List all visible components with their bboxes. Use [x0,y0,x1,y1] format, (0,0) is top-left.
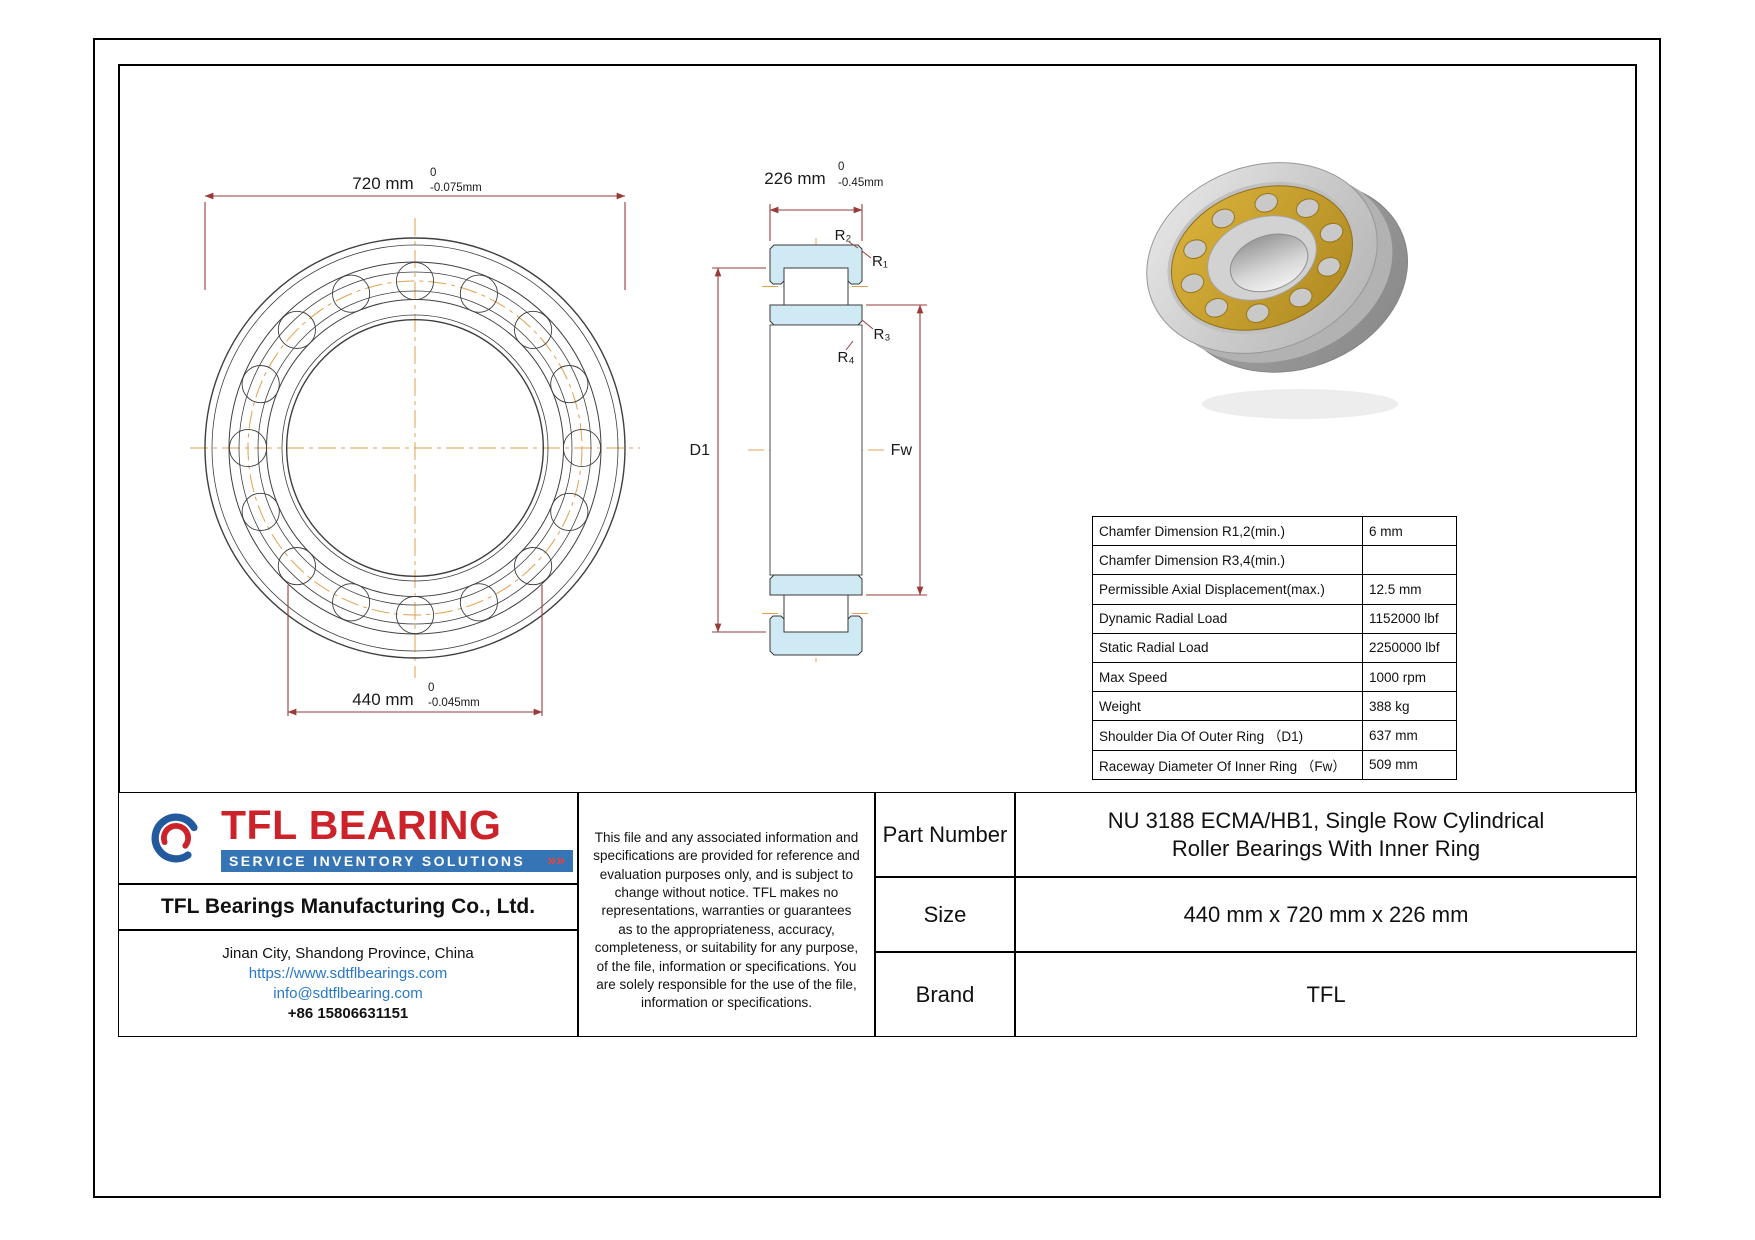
bearing-shadow [1202,389,1398,419]
front-view-rollers [228,261,602,635]
spec-row-label: Dynamic Radial Load [1092,603,1363,634]
bearing-3d-render [1146,162,1409,419]
size-label: Size [923,901,967,927]
part-number-value: NU 3188 ECMA/HB1, Single Row Cylindrical… [1107,808,1545,861]
company-name-cell: TFL Bearings Manufacturing Co., Ltd. [118,884,578,930]
brand-label-cell: Brand [875,952,1015,1037]
spec-row-value: 12.5 mm [1362,574,1457,605]
bore-hole [1229,233,1309,293]
part-number-label: Part Number [882,821,1008,847]
spec-row: Chamfer Dimension R3,4(min.) [1092,545,1457,576]
fw-label: Fw [891,442,913,459]
r3-label: R₃ [874,326,891,343]
size-label-cell: Size [875,877,1015,952]
spec-row: Shoulder Dia Of Outer Ring （D1) 637 mm [1092,720,1457,751]
spec-row-value: 509 mm [1362,749,1457,780]
width-dim-text: 226 mm [764,169,825,188]
technical-drawing: 720 mm 0 -0.075mm 440 mm 0 -0.045mm [190,161,927,716]
spec-row: Raceway Diameter Of Inner Ring （Fw） 509 … [1092,749,1457,780]
logo-banner: SERVICE INVENTORY SOLUTIONS »» [221,850,573,873]
brand-value-cell: TFL [1015,952,1637,1037]
spec-row: Chamfer Dimension R1,2(min.) 6 mm [1092,515,1457,547]
phone-number: +86 15806631151 [287,1005,409,1022]
inner-ring-bottom-section [769,574,863,596]
contact-cell: Jinan City, Shandong Province, China htt… [118,930,578,1037]
outer-ring-bottom-section [769,615,863,656]
bore-tol-upper: 0 [428,682,434,694]
logo-banner-text: SERVICE INVENTORY SOLUTIONS [229,853,526,870]
od-tol-upper: 0 [430,167,436,179]
logo-cell: TFL BEARING SERVICE INVENTORY SOLUTIONS … [118,792,578,884]
spec-row: Permissible Axial Displacement(max.) 12.… [1092,574,1457,605]
r4-label: R₄ [838,349,855,366]
section-parts [769,244,863,656]
spec-row: Weight 388 kg [1092,691,1457,722]
width-tol-lower: -0.45mm [838,177,883,189]
od-tol-lower: -0.075mm [430,182,482,194]
brand-value: TFL [1306,981,1346,1007]
spec-row-label: Permissible Axial Displacement(max.) [1092,574,1363,605]
spec-row-value: 2250000 lbf [1362,632,1457,663]
od-dim-text: 720 mm [352,174,413,193]
bore-section [769,324,863,576]
spec-row-label: Chamfer Dimension R3,4(min.) [1092,545,1363,576]
front-view-centerlines [190,218,640,678]
spec-row-label: Max Speed [1092,661,1363,693]
logo-wordmark: TFL BEARING [221,801,502,848]
size-value-cell: 440 mm x 720 mm x 226 mm [1015,877,1637,952]
d1-label: D1 [690,442,711,459]
spec-row-value: 1000 rpm [1362,661,1457,693]
chamfer-labels: R₂ R₁ R₃ R₄ [835,227,891,366]
spec-row-label: Shoulder Dia Of Outer Ring （D1) [1092,720,1363,751]
tfl-logo-icon [151,813,201,863]
spec-row: Max Speed 1000 rpm [1092,661,1457,693]
r1-label: R₁ [872,253,888,270]
disclaimer-text: This file and any associated information… [593,830,860,1011]
disclaimer-cell: This file and any associated information… [578,792,875,1037]
spec-row-label: Static Radial Load [1092,632,1363,663]
part-number-label-cell: Part Number [875,792,1015,877]
roller-bottom-section [783,594,849,633]
cage-rollers [1180,192,1344,324]
company-name: TFL Bearings Manufacturing Co., Ltd. [160,895,536,918]
email-link[interactable]: info@sdtflbearing.com [273,985,423,1002]
spec-row-label: Raceway Diameter Of Inner Ring （Fw） [1092,749,1363,780]
d1-dimension: D1 [690,267,766,633]
outer-border-frame [93,38,1661,1198]
company-address: Jinan City, Shandong Province, China [222,945,474,962]
bore-tol-lower: -0.045mm [428,697,480,709]
spec-row-value: 6 mm [1362,515,1457,547]
spec-row: Dynamic Radial Load 1152000 lbf [1092,603,1457,634]
roller-top-section [783,267,849,306]
spec-row-label: Chamfer Dimension R1,2(min.) [1092,515,1363,547]
spec-row: Static Radial Load 2250000 lbf [1092,632,1457,663]
brand-label: Brand [915,981,975,1007]
website-link[interactable]: https://www.sdtflbearings.com [248,965,448,982]
spec-table: Chamfer Dimension R1,2(min.) 6 mm Chamfe… [1092,515,1457,780]
spec-row-value: 637 mm [1362,720,1457,751]
width-tol-upper: 0 [838,161,844,173]
logo-banner-chevrons-icon: »» [547,852,565,870]
spec-row-value: 388 kg [1362,691,1457,722]
r2-label: R₂ [835,227,852,244]
spec-row-value: 1152000 lbf [1362,603,1457,634]
fw-dimension: Fw [866,304,927,596]
part-number-value-cell: NU 3188 ECMA/HB1, Single Row Cylindrical… [1015,792,1637,877]
front-view: 720 mm 0 -0.075mm 440 mm 0 -0.045mm [190,167,640,716]
section-view: 226 mm 0 -0.45mm D1 Fw [690,161,927,662]
od-dimension: 720 mm 0 -0.075mm [204,167,626,290]
inner-ring-top-section [769,304,863,326]
width-dimension: 226 mm 0 -0.45mm [764,161,883,241]
bore-dim-text: 440 mm [352,690,413,709]
bearing-3d [1146,162,1409,373]
spec-row-value [1362,545,1457,576]
bore-dimension: 440 mm 0 -0.045mm [287,585,543,716]
spec-row-label: Weight [1092,691,1363,722]
size-value: 440 mm x 720 mm x 226 mm [1183,901,1469,927]
